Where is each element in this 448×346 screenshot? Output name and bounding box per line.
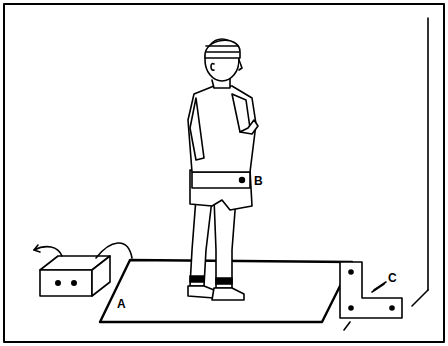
leader-line bbox=[374, 282, 386, 290]
part-letter: A bbox=[117, 298, 126, 310]
part-letter: B bbox=[254, 175, 263, 187]
cable bbox=[96, 243, 132, 258]
part-letter: C bbox=[388, 272, 397, 284]
cable-end bbox=[34, 245, 40, 252]
room-corner bbox=[412, 18, 428, 306]
amplifier-box bbox=[40, 256, 110, 296]
l-shaped-plate bbox=[340, 262, 402, 330]
person bbox=[188, 39, 258, 300]
frame bbox=[4, 4, 444, 342]
